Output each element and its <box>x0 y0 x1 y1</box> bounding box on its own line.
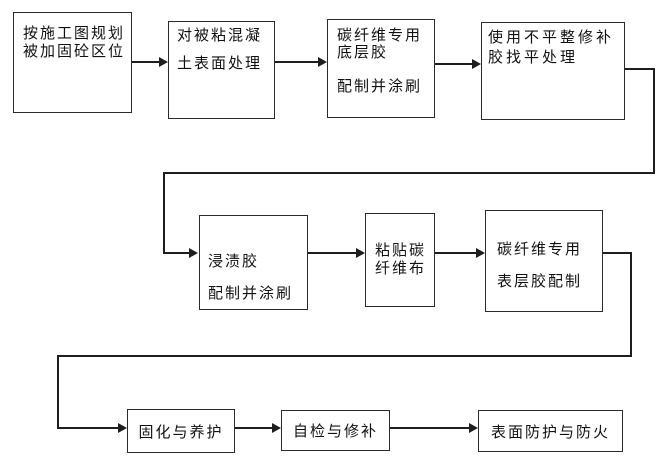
node-concrete-surface-treatment: 对被粘混凝 土表面处理 <box>168 21 275 119</box>
node-label: 浸渍胶 配制并涂刷 <box>208 254 294 302</box>
edge-n2-n3-arrowhead-icon <box>318 57 327 67</box>
edge-n4-n5-arrowhead-icon <box>189 248 198 258</box>
edge-n9-n10-arrowhead-icon <box>469 423 478 433</box>
edge-n5-n6-arrowhead-icon <box>356 248 365 258</box>
edge-n4-n5-segment <box>163 172 165 254</box>
node-label: 对被粘混凝 土表面处理 <box>177 28 263 72</box>
node-label: 表面防护与防火 <box>490 424 610 441</box>
edge-n7-n8-segment <box>57 427 118 429</box>
node-surface-protection-fireproof: 表面防护与防火 <box>478 410 623 452</box>
node-self-check-repair: 自检与修补 <box>281 410 390 451</box>
edge-n7-n8-arrowhead-icon <box>118 423 127 433</box>
node-curing-maintenance: 固化与养护 <box>127 409 235 453</box>
edge-n7-n8-segment <box>630 252 632 357</box>
edge-n7-n8-segment <box>57 355 59 429</box>
node-leveling-repair-adhesive: 使用不平整修补 胶找平处理 <box>481 22 625 120</box>
node-label: 粘贴碳 纤维布 <box>375 243 427 277</box>
node-label: 碳纤维专用 表层胶配制 <box>497 242 583 290</box>
node-label: 固化与养护 <box>138 424 224 441</box>
edge-n7-n8-segment <box>603 252 632 254</box>
edge-n2-n3-line <box>275 61 318 63</box>
node-surface-layer-adhesive: 碳纤维专用 表层胶配制 <box>485 210 603 312</box>
edge-n4-n5-segment <box>163 252 190 254</box>
edge-n1-n2-arrowhead-icon <box>159 57 168 67</box>
edge-n7-n8-segment <box>57 355 632 357</box>
node-label: 自检与修补 <box>292 424 378 440</box>
edge-n4-n5-segment <box>163 172 655 174</box>
node-label: 碳纤维专用 底层胶 配制并涂刷 <box>337 28 423 95</box>
edge-n4-n5-segment <box>653 68 655 174</box>
node-primer-adhesive-apply: 碳纤维专用 底层胶 配制并涂刷 <box>327 19 435 118</box>
edge-n9-n10-line <box>390 427 469 429</box>
node-impregnating-adhesive-apply: 浸渍胶 配制并涂刷 <box>199 215 308 310</box>
edge-n4-n5-segment <box>625 68 655 70</box>
edge-n8-n9-line <box>235 427 272 429</box>
edge-n6-n7-line <box>435 252 476 254</box>
node-label: 按施工图规划 被加固砼区位 <box>23 26 126 60</box>
edge-n5-n6-line <box>308 252 356 254</box>
node-paste-carbon-fiber-cloth: 粘贴碳 纤维布 <box>365 213 435 307</box>
edge-n6-n7-arrowhead-icon <box>476 248 485 258</box>
edge-n8-n9-arrowhead-icon <box>272 423 281 433</box>
node-label: 使用不平整修补 胶找平处理 <box>488 30 615 66</box>
node-plan-reinforcement-area: 按施工图规划 被加固砼区位 <box>13 12 132 113</box>
edge-n3-n4-arrowhead-icon <box>472 59 481 69</box>
edge-n3-n4-line <box>435 63 472 65</box>
edge-n1-n2-line <box>132 61 160 63</box>
